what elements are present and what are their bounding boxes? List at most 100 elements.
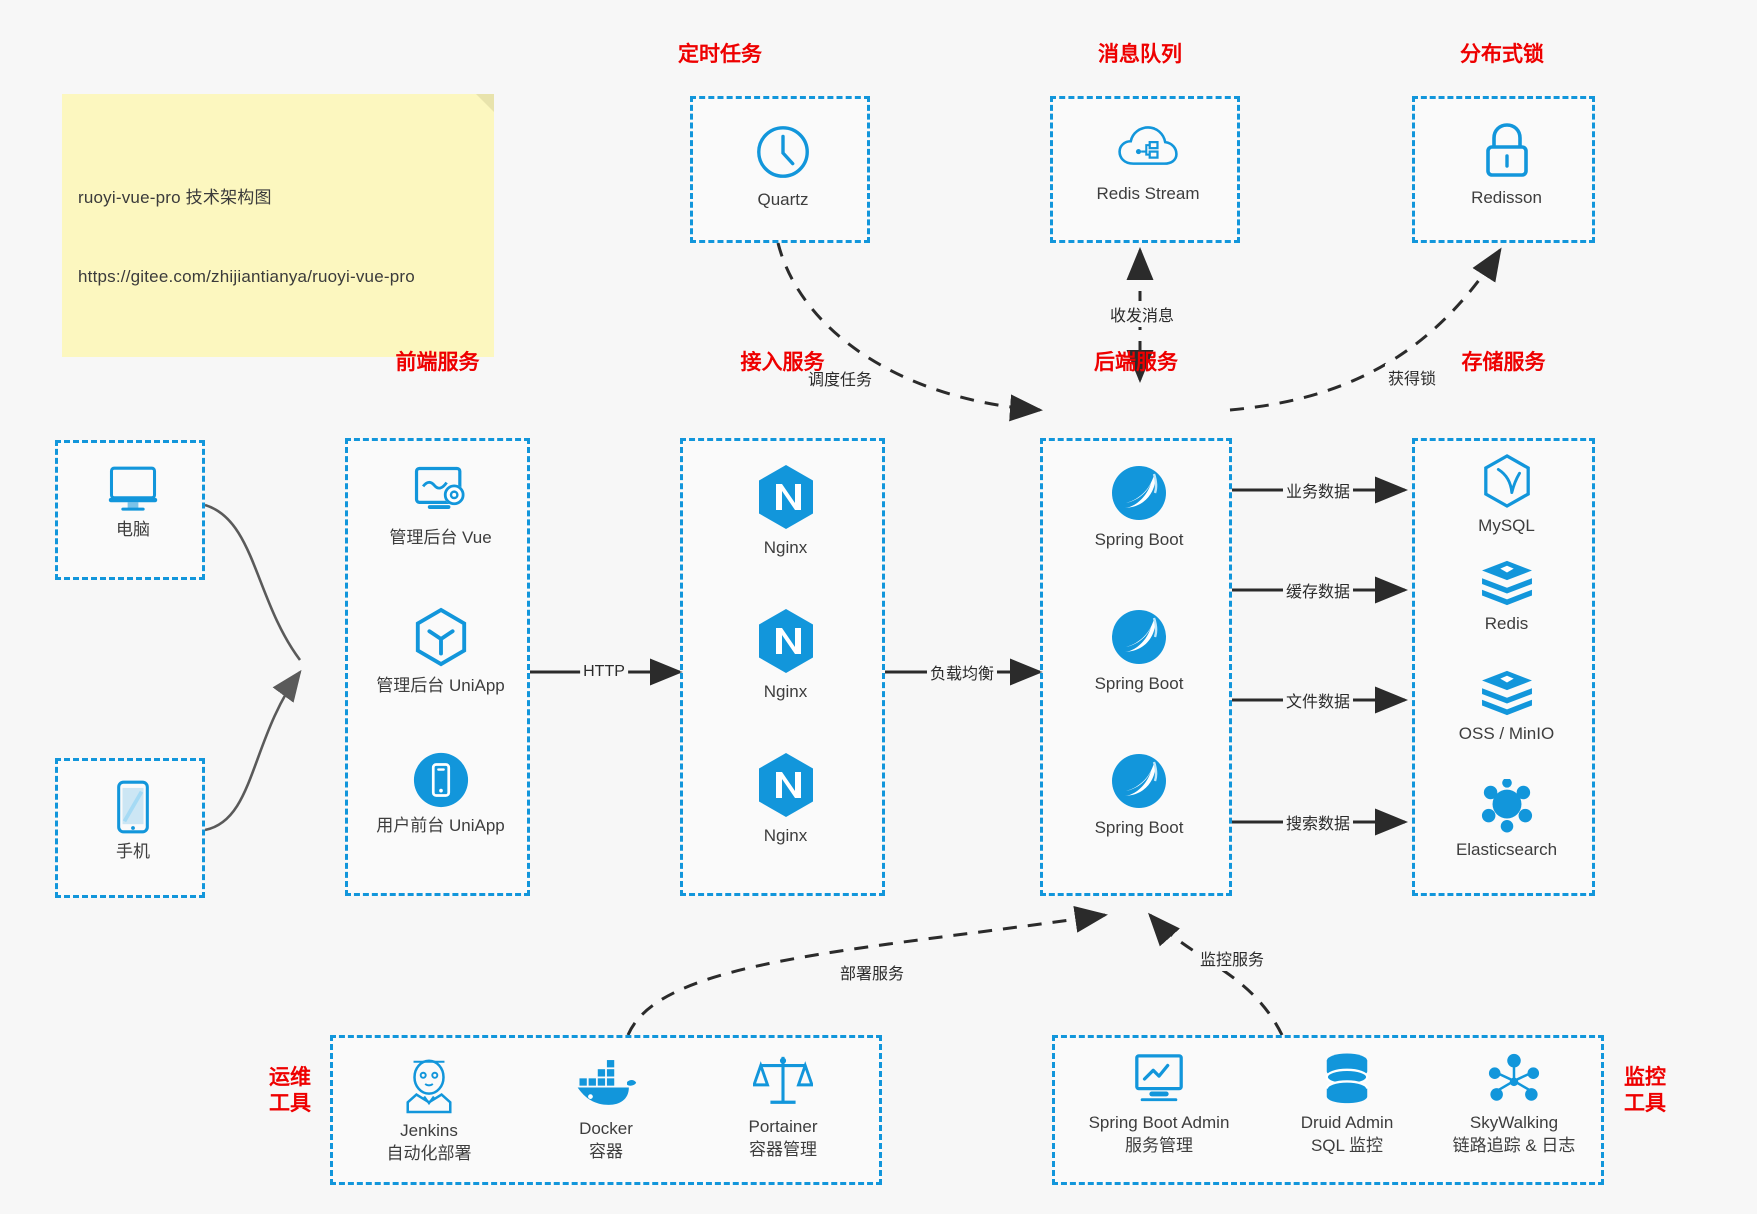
group-frontend: 管理后台 Vue 管理后台 UniApp 用户前台 UniApp	[345, 438, 530, 896]
group-title-backend: 后端服务	[1094, 351, 1178, 374]
node-label: Quartz	[757, 190, 809, 209]
node-oss-minio[interactable]: OSS / MinIO	[1415, 669, 1598, 746]
node-sublabel: 链路追踪 & 日志	[1452, 1135, 1576, 1155]
node-admin-vue[interactable]: 管理后台 Vue	[348, 463, 533, 550]
redis-icon	[1481, 560, 1532, 606]
node-spring-boot-3[interactable]: Spring Boot	[1043, 751, 1235, 840]
edge-label-http: HTTP	[580, 662, 628, 682]
node-label: Spring Boot Admin	[1088, 1113, 1230, 1132]
node-nginx-1[interactable]: Nginx	[683, 463, 888, 560]
node-docker[interactable]: Docker 容器	[520, 1052, 692, 1164]
group-title-storage: 存储服务	[1461, 351, 1546, 374]
node-phone[interactable]: 手机	[58, 779, 208, 864]
node-redis-stream[interactable]: Redis Stream	[1053, 121, 1243, 206]
group-scheduler: Quartz	[690, 96, 870, 243]
group-title-devops: 运维 工具	[269, 1066, 311, 1116]
group-monitoring: Spring Boot Admin 服务管理 Druid Admin SQL 监…	[1052, 1035, 1604, 1185]
edge-label-backend-to-lock: 获得锁	[1384, 364, 1440, 390]
node-sublabel: SQL 监控	[1310, 1135, 1384, 1155]
node-sublabel: 自动化部署	[386, 1143, 472, 1163]
node-label: MySQL	[1478, 516, 1535, 535]
group-client-desktop: 电脑	[55, 440, 205, 580]
node-label: Nginx	[763, 538, 808, 557]
node-nginx-3[interactable]: Nginx	[683, 751, 888, 848]
node-spring-boot-admin[interactable]: Spring Boot Admin 服务管理	[1059, 1052, 1259, 1158]
group-storage: MySQL Redis OSS / MinIO	[1412, 438, 1595, 896]
edge-label-deploy-service: 部署服务	[836, 959, 908, 985]
jenkins-icon	[406, 1059, 452, 1114]
node-sublabel: 容器管理	[749, 1139, 817, 1159]
nginx-icon	[758, 609, 813, 673]
node-label: Jenkins	[400, 1121, 458, 1140]
monitor-chart-icon	[1135, 1054, 1183, 1102]
node-jenkins[interactable]: Jenkins 自动化部署	[343, 1052, 515, 1166]
edge-label-business-data: 业务数据	[1282, 477, 1354, 503]
group-title-scheduler: 定时任务	[678, 43, 762, 66]
node-quartz[interactable]: Quartz	[693, 121, 873, 212]
node-druid-admin[interactable]: Druid Admin SQL 监控	[1263, 1052, 1431, 1158]
node-mysql[interactable]: MySQL	[1415, 453, 1598, 538]
group-client-phone: 手机	[55, 758, 205, 898]
clock-icon	[757, 126, 809, 178]
mysql-icon	[1483, 454, 1530, 508]
node-redis[interactable]: Redis	[1415, 559, 1598, 636]
node-spring-boot-1[interactable]: Spring Boot	[1043, 463, 1235, 552]
node-label: Nginx	[763, 826, 808, 845]
node-desktop[interactable]: 电脑	[58, 461, 208, 542]
spring-boot-icon	[1112, 754, 1166, 808]
group-title-monitoring: 监控 工具	[1624, 1066, 1666, 1116]
node-label: 管理后台 Vue	[389, 528, 492, 547]
edge-label-monitor-service: 监控服务	[1196, 945, 1268, 971]
docker-icon	[577, 1060, 637, 1105]
edge-backend-to-lock	[1229, 247, 1502, 412]
group-title-lock: 分布式锁	[1460, 43, 1544, 66]
phone-icon	[117, 780, 149, 834]
node-redisson[interactable]: Redisson	[1415, 121, 1598, 210]
edge-client-phone-to-frontend	[204, 669, 302, 832]
group-mq: Redis Stream	[1050, 96, 1240, 243]
node-user-uniapp[interactable]: 用户前台 UniApp	[348, 751, 533, 838]
edge-client-desktop-to-frontend	[204, 503, 302, 661]
cube-icon	[415, 607, 466, 667]
oss-minio-icon	[1481, 670, 1532, 716]
edge-label-load-balance: 负载均衡	[926, 659, 998, 685]
note-line-2: https://gitee.com/zhijiantianya/ruoyi-vu…	[78, 267, 415, 287]
group-title-frontend: 前端服务	[395, 351, 480, 374]
group-title-mq: 消息队列	[1098, 43, 1182, 66]
group-gateway: Nginx Nginx Nginx	[680, 438, 885, 896]
edge-monitoring-to-backend	[1148, 912, 1284, 1036]
note-fold-corner	[476, 94, 494, 112]
node-sublabel: 服务管理	[1125, 1135, 1193, 1155]
node-label: Spring Boot	[1094, 674, 1184, 693]
node-label: Docker	[579, 1119, 633, 1138]
node-label: Nginx	[763, 682, 808, 701]
spring-boot-icon	[1112, 610, 1166, 664]
edge-label-backend-to-mq: 收发消息	[1106, 301, 1178, 327]
node-label: Redis Stream	[1096, 184, 1200, 203]
edge-label-search-data: 搜索数据	[1282, 809, 1354, 835]
node-label: SkyWalking	[1469, 1113, 1559, 1132]
group-devops: Jenkins 自动化部署 Docker 容器	[330, 1035, 882, 1185]
node-label: OSS / MinIO	[1458, 724, 1555, 743]
dashboard-gear-icon	[414, 466, 465, 509]
mobile-app-icon	[413, 752, 468, 808]
node-portainer[interactable]: Portainer 容器管理	[697, 1052, 869, 1162]
group-title-gateway: 接入服务	[740, 351, 825, 374]
node-label: Druid Admin	[1300, 1113, 1394, 1132]
node-label: 用户前台 UniApp	[376, 816, 505, 835]
cloud-stream-icon	[1118, 126, 1178, 165]
edge-label-quartz-to-backend: 调度任务	[804, 365, 876, 391]
title-note: ruoyi-vue-pro 技术架构图 https://gitee.com/zh…	[62, 94, 494, 358]
node-nginx-2[interactable]: Nginx	[683, 607, 888, 704]
node-label: Portainer	[748, 1117, 818, 1136]
node-label: Elasticsearch	[1455, 840, 1558, 859]
node-label: Spring Boot	[1094, 530, 1184, 549]
node-spring-boot-2[interactable]: Spring Boot	[1043, 607, 1235, 696]
node-skywalking[interactable]: SkyWalking 链路追踪 & 日志	[1425, 1052, 1603, 1158]
node-admin-uniapp[interactable]: 管理后台 UniApp	[348, 607, 533, 698]
node-label: 管理后台 UniApp	[376, 676, 505, 695]
nginx-icon	[758, 753, 813, 817]
node-elasticsearch[interactable]: Elasticsearch	[1415, 779, 1598, 862]
network-nodes-icon	[1488, 1053, 1540, 1101]
